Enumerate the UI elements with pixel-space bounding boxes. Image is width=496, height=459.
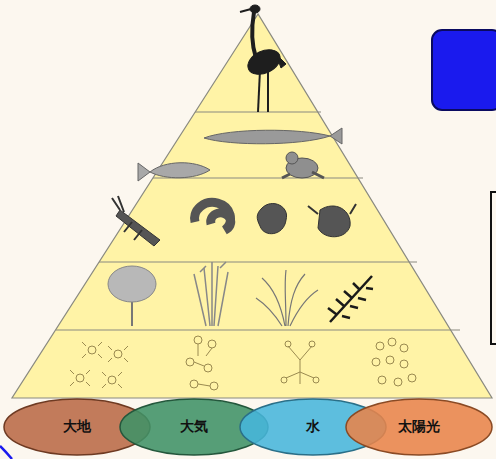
plants [108,262,373,326]
corner-arc [0,446,12,459]
blue-panel [432,30,496,110]
crane-figure [240,5,286,112]
fish-and-frog [138,128,342,181]
ellipse-shape [346,399,492,455]
microorganisms [70,336,416,390]
element-ellipse: 太陽光 [345,398,493,456]
element-label: 太陽光 [398,418,440,436]
element-label: 大地 [63,418,91,436]
pyramid-bands [56,112,460,330]
element-label: 水 [306,418,320,436]
pyramid-body [12,14,492,398]
bracket [491,192,496,344]
invertebrates [112,196,356,246]
element-label: 大気 [180,418,208,436]
